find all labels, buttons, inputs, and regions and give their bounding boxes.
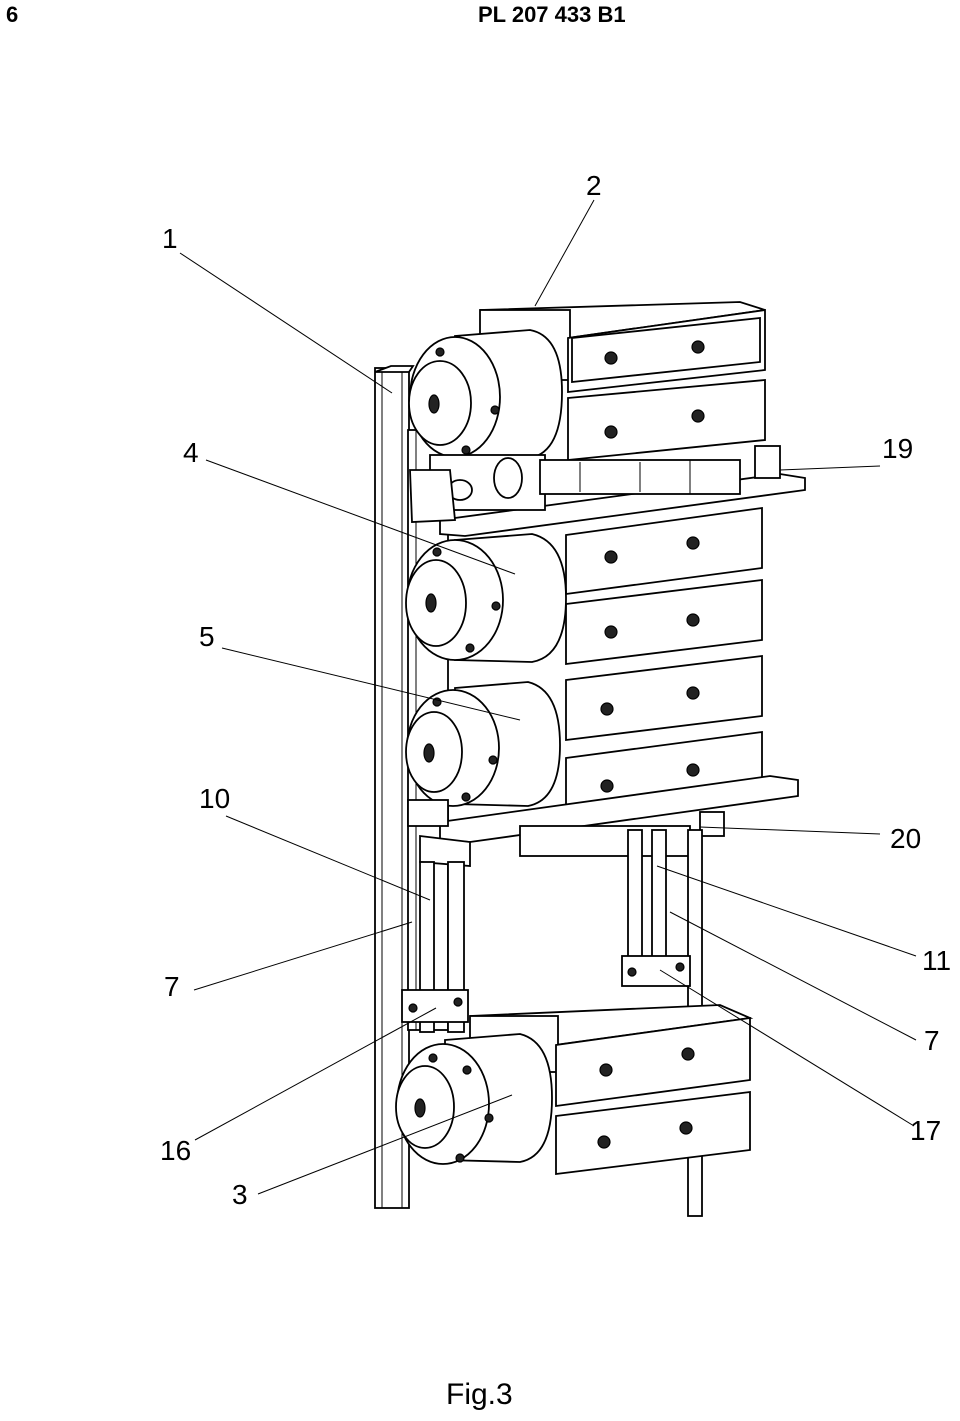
lower-plate (407, 775, 799, 867)
document-id: PL 207 433 B1 (478, 2, 626, 27)
label-1: 1 (162, 223, 178, 254)
lower-rod (687, 1149, 703, 1217)
label-17: 17 (910, 1115, 941, 1146)
label-7-left: 7 (164, 971, 180, 1002)
bottom-motor (395, 1033, 553, 1165)
clamp-blocks (401, 955, 691, 1023)
page-number: 6 (6, 2, 19, 27)
lower-middle-motor (405, 681, 561, 807)
figure-caption: Fig.3 (446, 1378, 513, 1411)
leader-lines (179, 199, 917, 1195)
label-4: 4 (183, 437, 199, 468)
label-7-right: 7 (924, 1025, 940, 1056)
label-5: 5 (199, 621, 215, 652)
label-3: 3 (232, 1179, 248, 1210)
label-19: 19 (882, 433, 913, 464)
label-11: 11 (922, 945, 951, 976)
label-10: 10 (199, 783, 230, 814)
label-16: 16 (160, 1135, 191, 1166)
label-2: 2 (586, 170, 602, 201)
mounting-column (374, 365, 415, 1209)
middle-motor (405, 533, 567, 663)
label-20: 20 (890, 823, 921, 854)
middle-module-a (565, 506, 763, 666)
upper-spindle-assembly (409, 445, 806, 537)
upper-motor (408, 329, 563, 459)
